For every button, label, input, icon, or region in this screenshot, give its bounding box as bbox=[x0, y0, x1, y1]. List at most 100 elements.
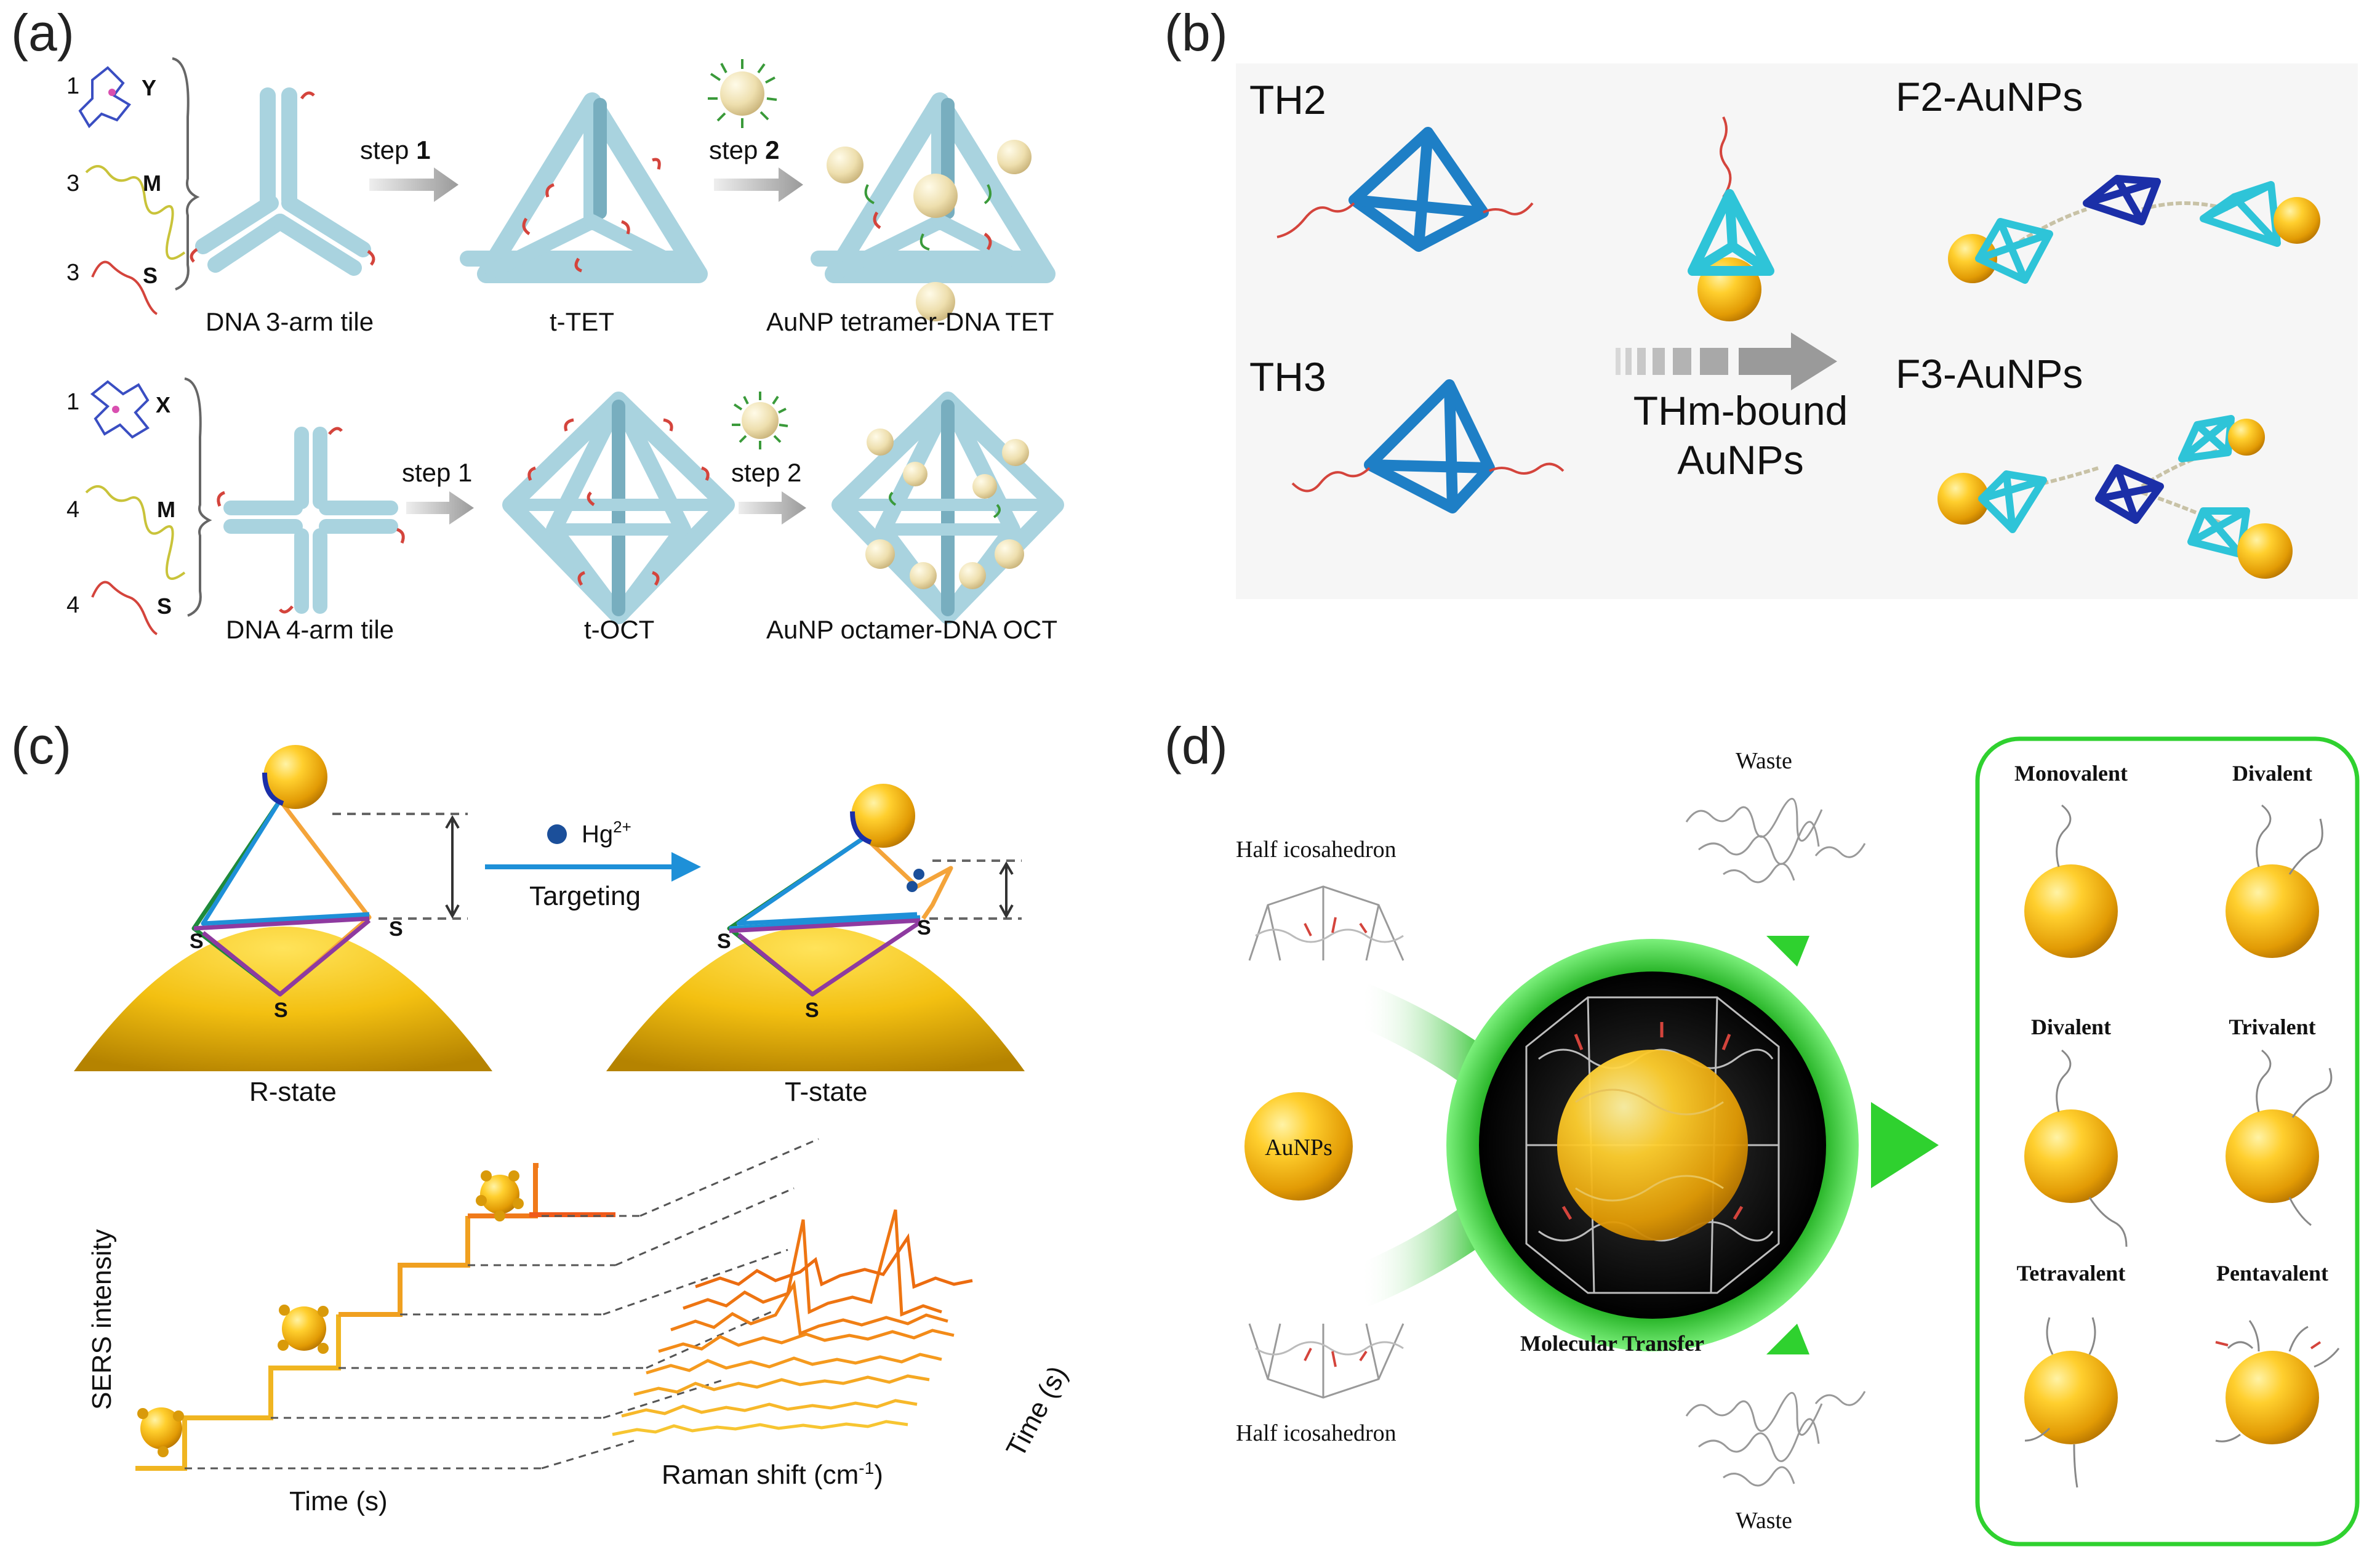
step1-label: step 1 bbox=[360, 135, 430, 164]
thm-bound-label: THm-bound bbox=[1633, 388, 1848, 433]
strand-legend-row2: 1 X 4 M 4 S bbox=[66, 377, 212, 635]
strand-count: 1 bbox=[66, 73, 79, 99]
aunp-ligand-icon bbox=[732, 392, 788, 449]
aunp-octamer-cage bbox=[831, 392, 1064, 624]
half-icosahedron-top bbox=[1248, 885, 1404, 961]
valency-grid: Monovalent Divalent Divalent Trivalent T… bbox=[2014, 761, 2340, 1488]
valence-label-trivalent: Trivalent bbox=[2229, 1015, 2315, 1039]
step2-arrow-icon bbox=[714, 167, 803, 202]
hg-label: Hg2+ bbox=[582, 818, 631, 848]
sulfur-label: S bbox=[917, 916, 931, 939]
aunp-sphere bbox=[1244, 1092, 1353, 1201]
aunp-cluster-medium bbox=[278, 1305, 329, 1354]
junction-icon bbox=[108, 89, 116, 96]
panel-a: (a) 1 Y 3 M 3 S DNA 3-arm t bbox=[11, 4, 1064, 644]
m-strand-icon bbox=[85, 165, 186, 260]
r-state-gold-surface bbox=[74, 927, 492, 1071]
f2-label: F2-AuNPs bbox=[1896, 74, 2083, 119]
molecular-transfer-ring bbox=[1446, 936, 1939, 1354]
f2-assembly bbox=[1948, 175, 2320, 284]
y-strand-icon bbox=[78, 66, 131, 129]
molecular-transfer-label: Molecular Transfer bbox=[1520, 1331, 1704, 1356]
panel-c: (c) S S S R-state Hg2+ Targeting bbox=[11, 717, 1073, 1516]
panel-d-label: (d) bbox=[1164, 717, 1228, 774]
aunps-label: AuNPs bbox=[1677, 437, 1803, 483]
sulfur-label: S bbox=[389, 917, 403, 941]
s-strand-icon bbox=[91, 260, 158, 315]
strand-count: 4 bbox=[66, 592, 79, 618]
time-axis-label-diagonal: Time (s) bbox=[1001, 1361, 1073, 1462]
correlation-lines bbox=[185, 1138, 819, 1470]
r-state-tetrahedron bbox=[191, 799, 372, 997]
targeting-label: Targeting bbox=[529, 881, 641, 911]
strand-count: 4 bbox=[66, 497, 79, 523]
strand-count: 3 bbox=[66, 171, 79, 196]
step1-arrow-icon bbox=[369, 167, 459, 202]
strand-name: X bbox=[156, 392, 170, 417]
f3-assembly bbox=[1937, 415, 2293, 579]
step2-label-row2: step 2 bbox=[731, 458, 801, 487]
valence-label-monovalent: Monovalent bbox=[2014, 761, 2128, 786]
panel-d: (d) Waste Half icosahedron AuNPs Half ic bbox=[1164, 717, 2360, 1547]
sulfur-label: S bbox=[805, 999, 819, 1022]
brace-icon bbox=[172, 57, 200, 291]
time-axis-label: Time (s) bbox=[289, 1486, 388, 1516]
step1-label-row2: step 1 bbox=[402, 458, 472, 487]
waste-strands-top bbox=[1685, 797, 1866, 883]
valence-label-divalent: Divalent bbox=[2232, 761, 2312, 786]
s-strand-icon bbox=[91, 581, 158, 635]
valence-label-tetravalent: Tetravalent bbox=[2017, 1261, 2126, 1285]
octahedron-cage bbox=[502, 392, 735, 624]
tile-label-3arm: DNA 3-arm tile bbox=[206, 307, 374, 336]
sers-axis-label: SERS intensity bbox=[87, 1229, 117, 1410]
aunp-cluster-small bbox=[137, 1407, 184, 1457]
strand-name: M bbox=[157, 497, 175, 522]
raman-spectra-waterfall bbox=[612, 1209, 973, 1436]
strand-name: M bbox=[143, 171, 161, 196]
panel-b: (b) TH2 TH3 bbox=[1164, 4, 2358, 599]
th2-tetrahedron bbox=[1276, 127, 1534, 252]
m-strand-icon bbox=[85, 485, 186, 580]
strand-name: Y bbox=[142, 75, 156, 100]
th3-label: TH3 bbox=[1249, 354, 1326, 400]
valence-label-pentavalent: Pentavalent bbox=[2216, 1261, 2328, 1285]
cage-label-tet: t-TET bbox=[550, 307, 614, 336]
t-state-gold-surface bbox=[606, 927, 1025, 1071]
hg-ion-icon bbox=[547, 824, 567, 844]
sulfur-label: S bbox=[717, 930, 731, 953]
waste-label-bottom: Waste bbox=[1736, 1508, 1792, 1534]
product-label-tet: AuNP tetramer-DNA TET bbox=[766, 307, 1054, 336]
half-icosahedron-bottom bbox=[1248, 1323, 1404, 1399]
four-arm-tile bbox=[217, 427, 405, 614]
panel-c-label: (c) bbox=[11, 717, 71, 774]
step2-label: step 2 bbox=[709, 135, 779, 164]
valence-label-divalent-2: Divalent bbox=[2031, 1015, 2111, 1039]
panel-a-label: (a) bbox=[11, 4, 74, 62]
aunp-tetramer-cage bbox=[811, 92, 1056, 321]
t-state-label: T-state bbox=[785, 1077, 868, 1107]
raman-axis-label: Raman shift (cm-1) bbox=[662, 1458, 883, 1490]
aunp-cluster-large bbox=[476, 1170, 524, 1221]
tetrahedron-cage bbox=[460, 92, 708, 283]
binding-arrow-icon bbox=[1616, 332, 1837, 390]
junction-icon bbox=[112, 406, 119, 413]
three-arm-tile bbox=[190, 87, 375, 276]
waste-strands-bottom bbox=[1685, 1391, 1866, 1487]
panel-b-label: (b) bbox=[1164, 4, 1228, 62]
cage-label-oct: t-OCT bbox=[584, 615, 654, 644]
strand-name: S bbox=[157, 593, 172, 619]
th3-tetrahedron bbox=[1291, 379, 1565, 513]
f3-label: F3-AuNPs bbox=[1896, 351, 2083, 396]
panel-b-background bbox=[1236, 63, 2358, 599]
waste-label-top: Waste bbox=[1736, 748, 1792, 774]
height-arrow-icon bbox=[445, 815, 460, 919]
strand-count: 1 bbox=[66, 389, 79, 415]
t-state-aunp bbox=[851, 784, 915, 848]
t-state-tetrahedron bbox=[727, 835, 953, 997]
x-strand-icon bbox=[90, 380, 150, 439]
aunps-label: AuNPs bbox=[1265, 1135, 1332, 1161]
product-label-oct: AuNP octamer-DNA OCT bbox=[766, 615, 1057, 644]
step2-arrow-icon bbox=[739, 491, 806, 525]
